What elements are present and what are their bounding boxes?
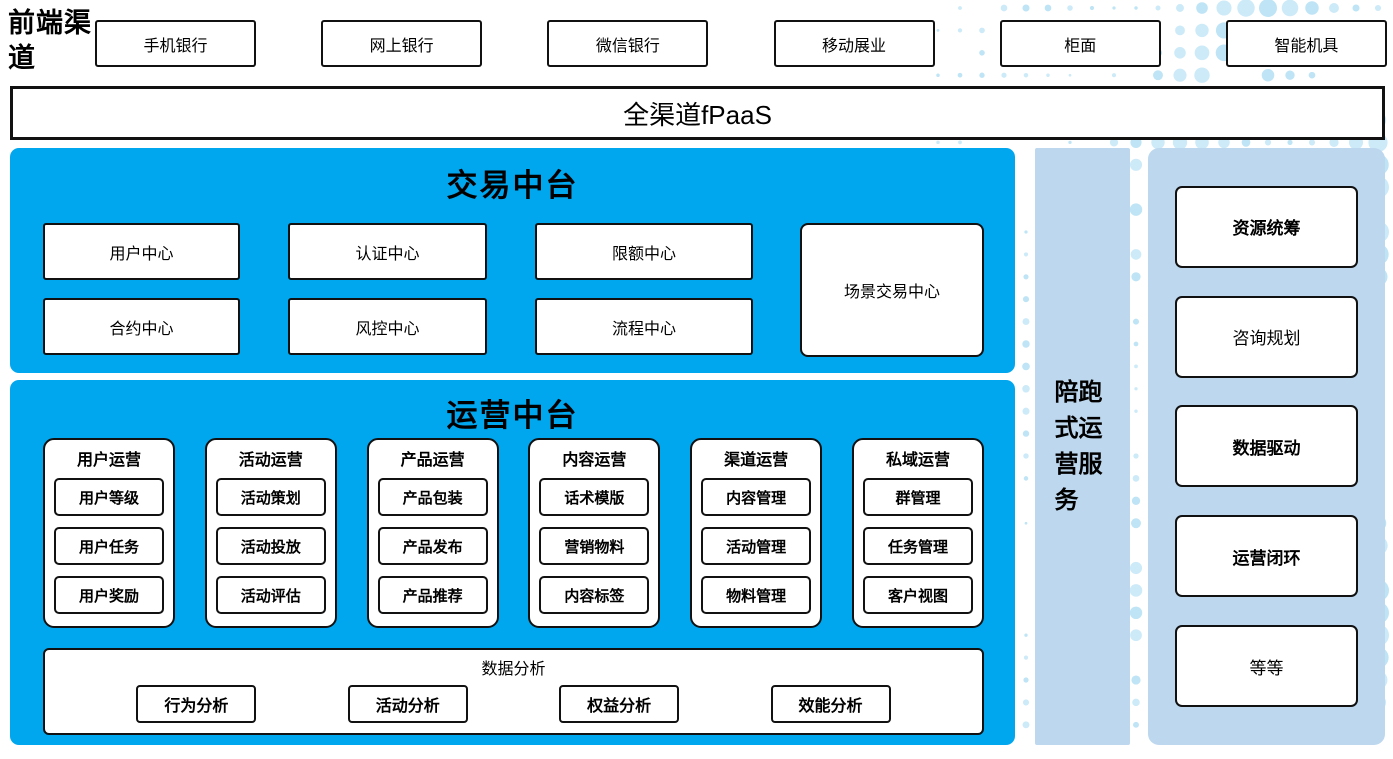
analysis-item-behavior: 行为分析 xyxy=(136,685,257,723)
ops-col-header: 渠道运营 xyxy=(724,452,789,469)
data-analysis-box: 数据分析 行为分析 活动分析 权益分析 效能分析 xyxy=(43,648,984,735)
ops-item: 产品推荐 xyxy=(377,576,488,614)
analysis-item-activity: 活动分析 xyxy=(347,685,468,723)
data-analysis-title: 数据分析 xyxy=(481,661,546,678)
ops-col-activity: 活动运营 活动策划 活动投放 活动评估 xyxy=(204,438,337,628)
ops-col-content: 内容运营 话术模版 营销物料 内容标签 xyxy=(528,438,661,628)
analysis-item-efficiency: 效能分析 xyxy=(770,685,891,723)
trade-platform-section: 交易中台 用户中心 认证中心 限额中心 合约中心 风控中心 流程中心 场景交易中… xyxy=(10,148,1015,373)
channel-box-mobile-sales: 移动展业 xyxy=(773,20,935,67)
ops-item: 用户等级 xyxy=(54,478,164,516)
ops-col-header: 用户运营 xyxy=(76,452,141,469)
service-panel: 资源统筹 咨询规划 数据驱动 运营闭环 等等 xyxy=(1148,148,1385,745)
ops-col-channel: 渠道运营 内容管理 活动管理 物料管理 xyxy=(690,438,823,628)
front-channels-label: 前端渠道 xyxy=(8,8,92,74)
right-panel-item: 运营闭环 xyxy=(1175,515,1358,598)
ops-col-header: 私域运营 xyxy=(885,452,950,469)
center-box-auth: 认证中心 xyxy=(288,223,487,280)
ops-item: 产品发布 xyxy=(377,527,488,565)
ops-item: 活动投放 xyxy=(215,527,326,565)
center-box-user: 用户中心 xyxy=(43,223,240,280)
ops-col-header: 产品运营 xyxy=(400,452,465,469)
ops-item: 活动评估 xyxy=(215,576,326,614)
ops-platform-section: 运营中台 用户运营 用户等级 用户任务 用户奖励 活动运营 活动策划 活动投放 … xyxy=(10,380,1015,745)
ops-item: 物料管理 xyxy=(701,576,812,614)
ops-item: 用户奖励 xyxy=(54,576,164,614)
right-panel-item: 咨询规划 xyxy=(1175,295,1358,378)
ops-col-private-domain: 私域运营 群管理 任务管理 客户视图 xyxy=(851,438,984,628)
ops-item: 任务管理 xyxy=(862,527,973,565)
ops-col-header: 内容运营 xyxy=(562,452,627,469)
channel-box-wechat-banking: 微信银行 xyxy=(547,20,709,67)
data-analysis-items: 行为分析 活动分析 权益分析 效能分析 xyxy=(45,685,982,723)
trade-platform-title: 交易中台 xyxy=(446,168,579,203)
ops-item: 用户任务 xyxy=(54,527,164,565)
ops-item: 活动管理 xyxy=(701,527,812,565)
ops-item: 内容标签 xyxy=(539,576,650,614)
scene-trade-center-box: 场景交易中心 xyxy=(800,223,984,357)
ops-columns: 用户运营 用户等级 用户任务 用户奖励 活动运营 活动策划 活动投放 活动评估 … xyxy=(43,438,984,628)
ops-platform-title: 运营中台 xyxy=(446,398,579,433)
coach-service-label: 陪跑式运营服务 xyxy=(1054,378,1103,514)
trade-centers-grid: 用户中心 认证中心 限额中心 合约中心 风控中心 流程中心 xyxy=(43,223,753,355)
channel-box-online-banking: 网上银行 xyxy=(321,20,483,67)
center-box-limit: 限额中心 xyxy=(535,223,753,280)
ops-item: 活动策划 xyxy=(215,478,326,516)
ops-item: 话术模版 xyxy=(539,478,650,516)
right-panel-item: 等等 xyxy=(1175,625,1358,708)
analysis-item-benefit: 权益分析 xyxy=(559,685,680,723)
ops-col-product: 产品运营 产品包装 产品发布 产品推荐 xyxy=(366,438,499,628)
ops-col-user: 用户运营 用户等级 用户任务 用户奖励 xyxy=(43,438,175,628)
coach-service-bar: 陪跑式运营服务 xyxy=(1035,148,1130,745)
right-panel-item: 资源统筹 xyxy=(1175,185,1358,268)
channel-box-counter: 柜面 xyxy=(999,20,1161,67)
ops-item: 群管理 xyxy=(862,478,973,516)
ops-item: 内容管理 xyxy=(701,478,812,516)
channel-box-mobile-banking: 手机银行 xyxy=(95,20,256,67)
fpaas-bar: 全渠道fPaaS xyxy=(10,86,1385,140)
ops-item: 产品包装 xyxy=(377,478,488,516)
center-box-contract: 合约中心 xyxy=(43,298,240,355)
center-box-process: 流程中心 xyxy=(535,298,753,355)
channel-box-smart-devices: 智能机具 xyxy=(1225,20,1387,67)
ops-col-header: 活动运营 xyxy=(238,452,303,469)
ops-item: 客户视图 xyxy=(862,576,973,614)
ops-item: 营销物料 xyxy=(539,527,650,565)
right-panel-item: 数据驱动 xyxy=(1175,405,1358,488)
channel-row: 手机银行 网上银行 微信银行 移动展业 柜面 智能机具 xyxy=(95,20,1387,67)
center-box-risk: 风控中心 xyxy=(288,298,487,355)
